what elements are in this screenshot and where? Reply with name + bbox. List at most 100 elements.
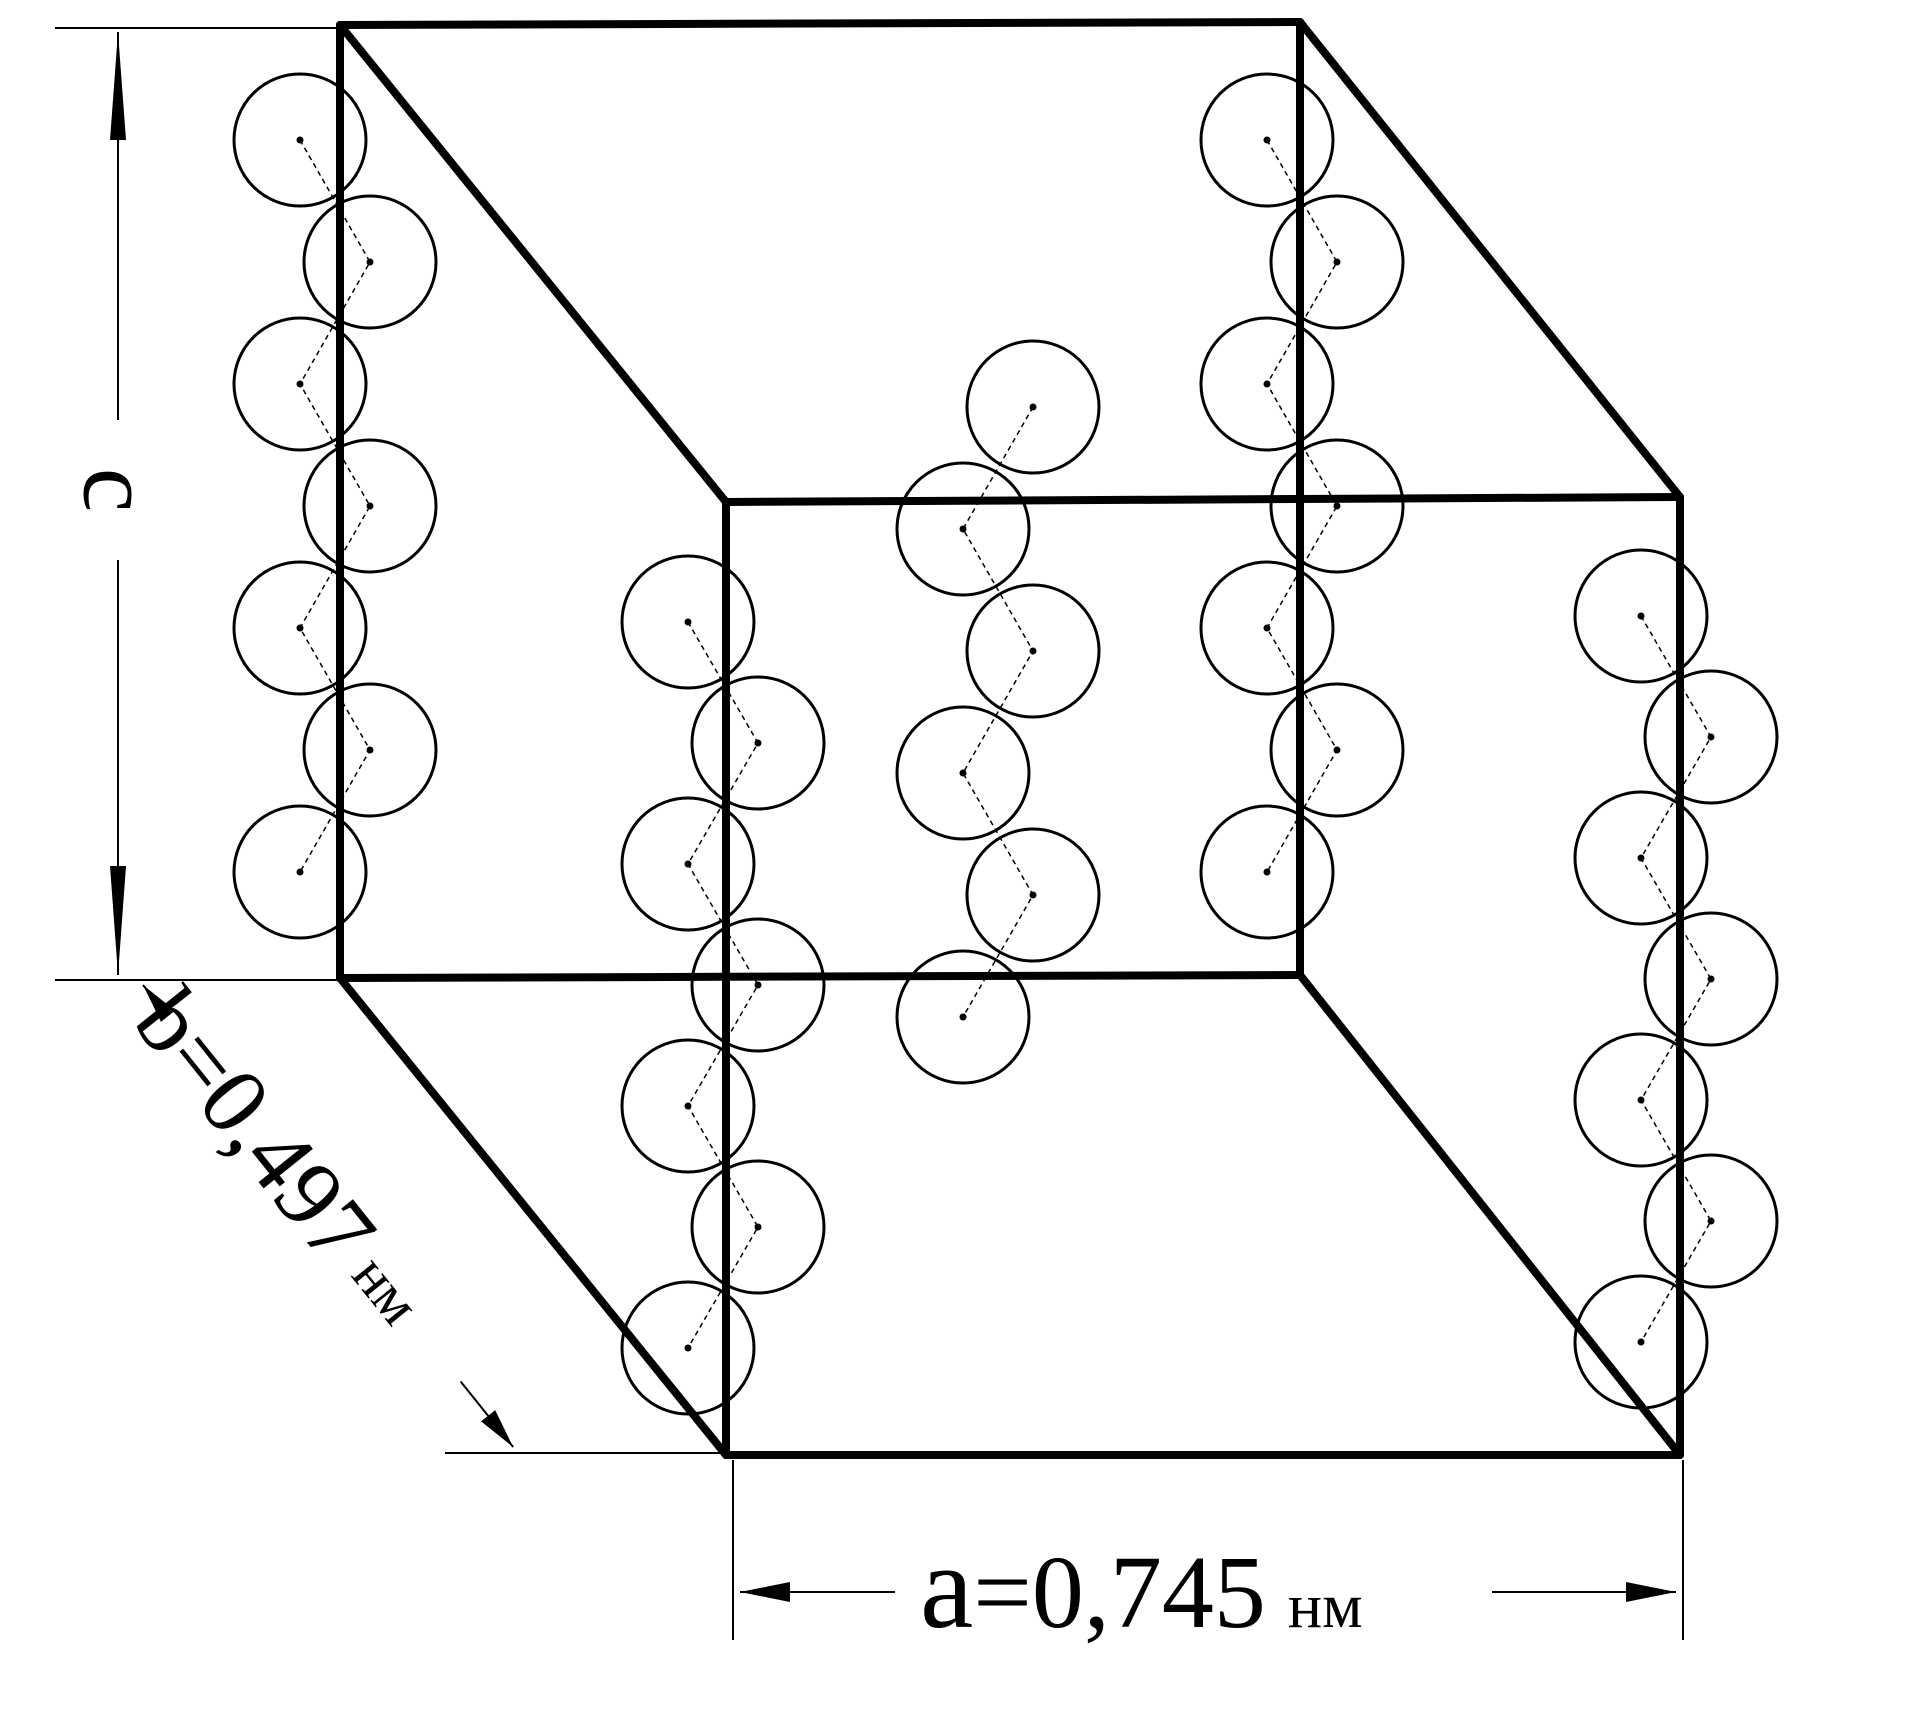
atom-center-dot: [684, 860, 692, 868]
atom-center-dot: [1263, 380, 1271, 388]
atom: [232, 72, 368, 208]
atom-center-dot: [1263, 136, 1271, 144]
a-arrowhead-right: [1626, 1582, 1676, 1602]
atom: [690, 917, 826, 1053]
atom-chain-front-right: [1573, 548, 1779, 1410]
atom-center-dot: [684, 1102, 692, 1110]
atom: [1573, 548, 1709, 684]
chain-bond-line: [962, 406, 1034, 1018]
atom: [302, 438, 438, 574]
a-letter: a: [920, 1520, 973, 1653]
atom-chain-back-right: [1199, 72, 1405, 940]
atom-center-dot: [1707, 733, 1715, 741]
atom: [1199, 72, 1335, 208]
front-top-edge: [722, 493, 1684, 506]
atom: [232, 316, 368, 452]
back-top-edge: [336, 18, 1304, 29]
atom: [1573, 1032, 1709, 1168]
atom-center-dot: [296, 624, 304, 632]
a-value: =0,745: [973, 1535, 1266, 1650]
atom-center-dot: [754, 739, 762, 747]
atom-center-dot: [684, 618, 692, 626]
atom: [895, 705, 1031, 841]
atom: [1269, 194, 1405, 330]
atom-center-dot: [296, 136, 304, 144]
atom: [1643, 911, 1779, 1047]
c-arrowhead-top: [110, 32, 126, 140]
atom: [965, 339, 1101, 475]
atom-center-dot: [1333, 746, 1341, 754]
atom: [302, 194, 438, 330]
atom: [302, 682, 438, 818]
b-label: b=0,497нм: [115, 969, 450, 1350]
atom-center-dot: [296, 868, 304, 876]
c-label: c: [63, 468, 174, 512]
atom: [232, 560, 368, 696]
atom: [965, 827, 1101, 963]
atom: [1643, 1153, 1779, 1289]
back-bottom-edge: [336, 971, 1304, 982]
a-arrowhead-left: [740, 1582, 790, 1602]
atom: [1269, 682, 1405, 818]
atom-chains: [232, 72, 1779, 1416]
atom: [1199, 560, 1335, 696]
a-label: a=0,745 нм: [920, 1520, 1363, 1653]
atom-center-dot: [1029, 891, 1037, 899]
c-arrowhead-bottom: [110, 866, 126, 975]
atom: [895, 949, 1031, 1085]
atom-center-dot: [1333, 502, 1341, 510]
atom-center-dot: [1029, 403, 1037, 411]
atom-chain-back-left: [232, 72, 438, 940]
atom-center-dot: [959, 525, 967, 533]
atom: [620, 1280, 756, 1416]
atom-center-dot: [684, 1344, 692, 1352]
atom-center-dot: [366, 502, 374, 510]
atom-center-dot: [1707, 1217, 1715, 1225]
bottom-right-diagonal: [1296, 971, 1684, 1459]
atom-center-dot: [366, 746, 374, 754]
dimension-b: b=0,497нм: [115, 969, 726, 1454]
atom: [620, 554, 756, 690]
atom: [1643, 669, 1779, 805]
atom: [965, 583, 1101, 719]
atom-center-dot: [1637, 854, 1645, 862]
atom-center-dot: [1029, 647, 1037, 655]
atom-center-dot: [754, 981, 762, 989]
b-value: =0,497: [145, 1006, 397, 1284]
atom: [1573, 1274, 1709, 1410]
atom: [1199, 316, 1335, 452]
atom: [690, 675, 826, 811]
chain-bond-line: [299, 139, 371, 873]
atom: [620, 796, 756, 932]
atom-center-dot: [754, 1223, 762, 1231]
dimension-c: c: [55, 27, 340, 981]
atom-center-dot: [1637, 1338, 1645, 1346]
atom: [1199, 804, 1335, 940]
atom-center-dot: [959, 769, 967, 777]
atom-center-dot: [1263, 868, 1271, 876]
atom: [232, 804, 368, 940]
bottom-left-diagonal: [336, 974, 730, 1459]
atom-center-dot: [366, 258, 374, 266]
atom-center-dot: [1637, 1096, 1645, 1104]
top-left-diagonal: [336, 21, 730, 506]
b-unit: нм: [340, 1243, 433, 1337]
atom-chain-center: [895, 339, 1101, 1085]
atom: [895, 461, 1031, 597]
atom-center-dot: [959, 1013, 967, 1021]
atom: [620, 1038, 756, 1174]
atom-center-dot: [296, 380, 304, 388]
b-dimension-line-start: [142, 984, 158, 1003]
unit-cell-prism: [336, 18, 1684, 1459]
atom: [690, 1159, 826, 1295]
b-arrowhead-end: [481, 1410, 514, 1448]
atom-center-dot: [1263, 624, 1271, 632]
atom: [1269, 438, 1405, 574]
atom-chain-front-left: [620, 554, 826, 1416]
dimension-a: a=0,745 нм: [732, 1460, 1684, 1653]
atom-center-dot: [1333, 258, 1341, 266]
a-unit: нм: [1288, 1570, 1363, 1641]
atom-center-dot: [1707, 975, 1715, 983]
atom: [1573, 790, 1709, 926]
